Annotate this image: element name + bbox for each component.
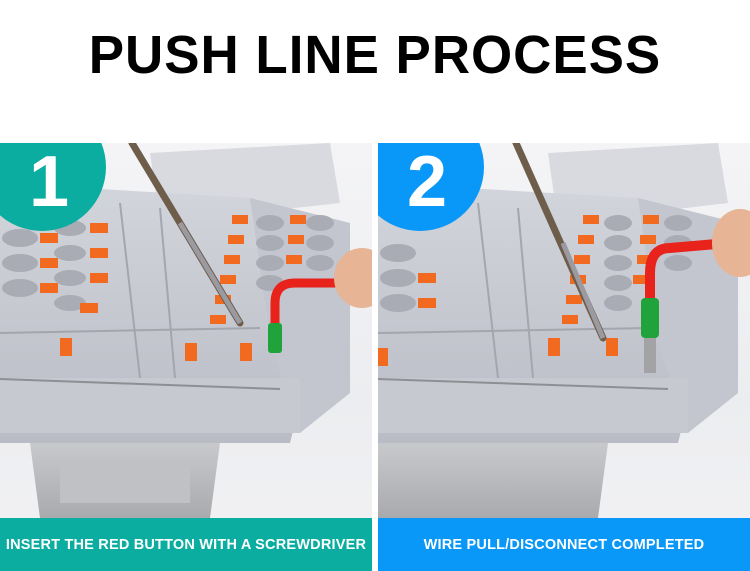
page-title: PUSH LINE PROCESS — [88, 25, 662, 85]
terminal-block-photo-step-1 — [0, 143, 372, 518]
step-1-panel: 1 INSERT THE RED BUTTON WITH A SCREWDRIV… — [0, 143, 372, 571]
step-1-caption: INSERT THE RED BUTTON WITH A SCREWDRIVER — [0, 518, 372, 571]
terminal-block-photo-step-2 — [378, 143, 750, 518]
step-2-caption: WIRE PULL/DISCONNECT COMPLETED — [378, 518, 750, 571]
step-1-number: 1 — [28, 143, 70, 222]
step-2-number: 2 — [406, 143, 448, 222]
step-2-panel: 2 WIRE PULL/DISCONNECT COMPLETED — [378, 143, 750, 571]
